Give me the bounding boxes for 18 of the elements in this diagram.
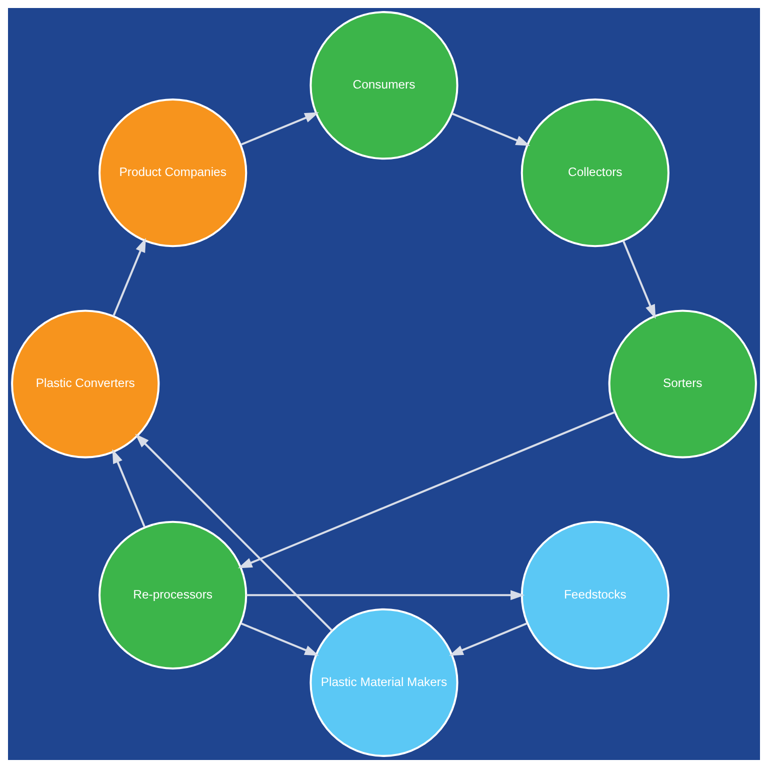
- arrow: [622, 240, 656, 319]
- arrow: [240, 112, 319, 146]
- arrow: [135, 434, 333, 632]
- arrow: [240, 622, 319, 656]
- node-circle: Plastic Material Makers: [310, 608, 458, 757]
- node-circle: Plastic Converters: [11, 310, 160, 458]
- arrow: [238, 411, 616, 568]
- arrow: [246, 590, 525, 600]
- node-circle: Re-processors: [98, 520, 248, 670]
- arrow: [449, 622, 528, 656]
- arrow: [112, 238, 146, 316]
- arrow: [112, 449, 146, 528]
- node-circle: Collectors: [520, 98, 670, 248]
- arrow: [452, 112, 530, 146]
- node-circle: Feedstocks: [520, 520, 670, 670]
- node-circle: Product Companies: [98, 98, 248, 248]
- node-circle: Consumers: [310, 11, 458, 160]
- node-circle: Sorters: [608, 310, 757, 458]
